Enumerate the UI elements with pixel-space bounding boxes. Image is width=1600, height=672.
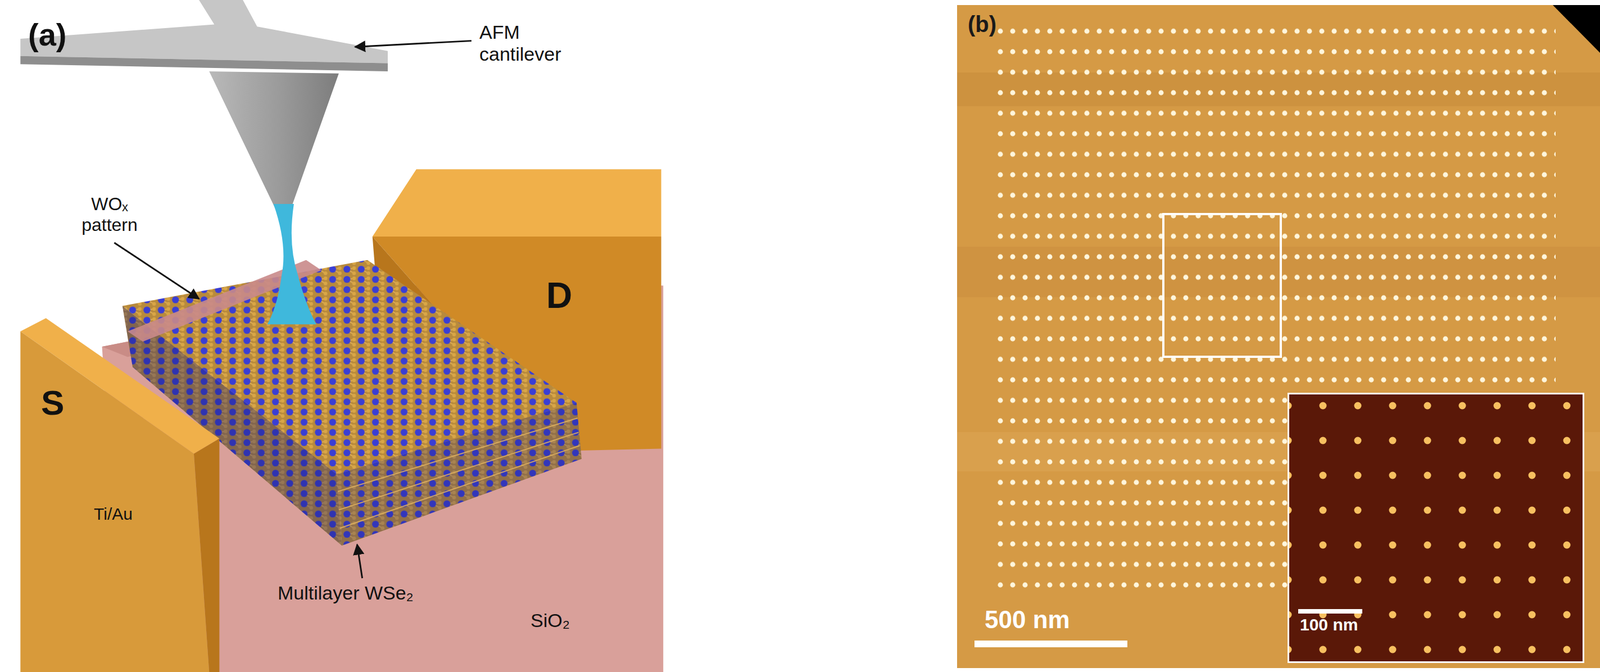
electrode-letter: S (41, 382, 65, 423)
afm-image (957, 5, 1600, 669)
scale-bar-label: 500 nm (984, 605, 1071, 635)
drain-electrode: D (432, 236, 658, 450)
source-electrode: S Ti/Au (22, 337, 214, 669)
part-label: Multilayer WSe₂ (277, 582, 414, 605)
panel-label: (b) (967, 11, 997, 38)
scale-bar-label: 100 nm (1299, 615, 1358, 636)
electrode-letter: D (546, 275, 573, 317)
panel-label: (a) (28, 16, 67, 53)
part-label: SiO₂ (530, 609, 570, 632)
zoom-inset: 100 nm (1287, 392, 1585, 664)
part-label: WOₓ pattern (70, 193, 149, 236)
material-label: Ti/Au (93, 504, 133, 525)
part-label: AFM cantilever (479, 21, 592, 66)
